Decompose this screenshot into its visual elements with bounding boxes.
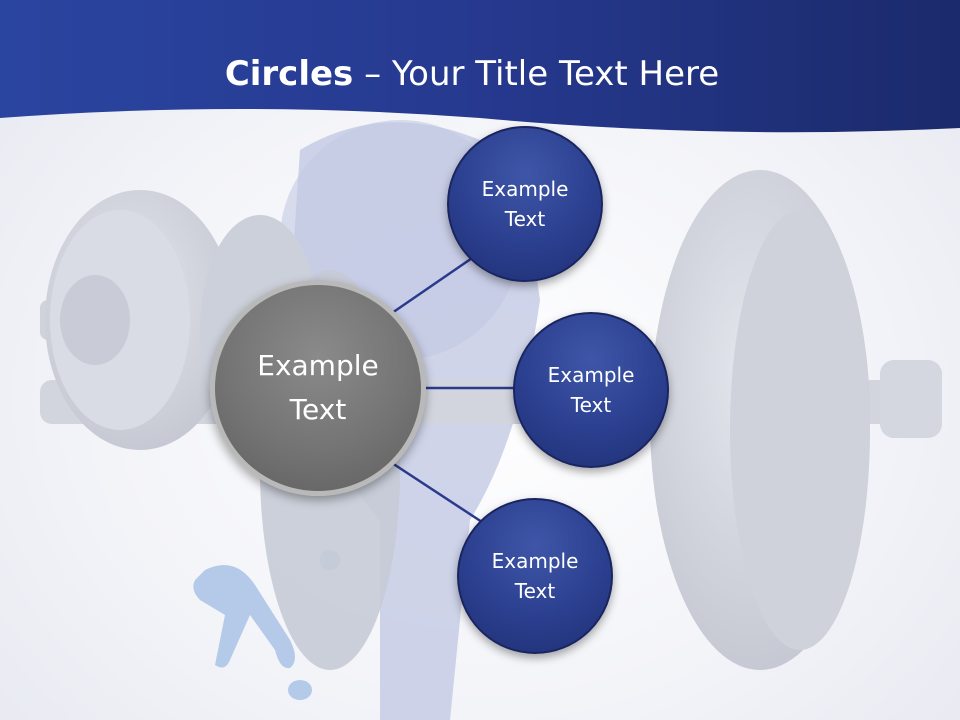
header-band (0, 0, 960, 133)
satellite-circle-middle[interactable]: Example Text (513, 312, 669, 468)
satellite-bottom-line1: Example (491, 549, 579, 573)
satellite-circle-bottom[interactable]: Example Text (457, 498, 613, 654)
main-circle-line2: Text (289, 393, 347, 426)
main-circle-line1: Example (257, 349, 379, 382)
connector-top (391, 252, 479, 315)
connector-bottom (391, 461, 483, 524)
satellite-top-line1: Example (481, 177, 569, 201)
satellite-middle-line1: Example (547, 363, 635, 387)
satellite-bottom-line2: Text (514, 579, 556, 603)
slide-title: Circles – Your Title Text Here (0, 52, 944, 96)
main-circle[interactable]: Example Text (210, 280, 426, 496)
satellite-circle-top[interactable]: Example Text (447, 126, 603, 282)
title-bold: Circles (224, 54, 354, 94)
title-rest: – Your Title Text Here (353, 54, 720, 94)
satellite-top-line2: Text (504, 207, 546, 231)
satellite-middle-line2: Text (570, 393, 612, 417)
